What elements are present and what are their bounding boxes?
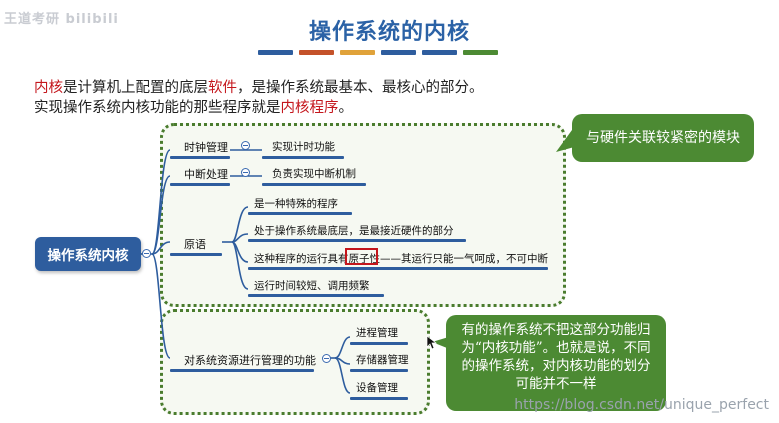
title-bar-2 [299,50,334,55]
title-color-bars [258,50,498,55]
callout-resource-text: 有的操作系统不把这部分功能归为“内核功能”。也就是说，不同的操作系统，对内核功能… [461,322,651,392]
node-primitive-c4-underline [248,294,384,297]
node-primitive-c4[interactable]: 运行时间较短、调用频繁 [254,280,370,292]
node-primitive-c1-underline [248,212,352,215]
node-primitive-c3-atomicity: 原子性 [348,253,381,265]
atomicity-highlight-box [345,248,378,265]
collapse-clock-icon[interactable] [241,141,250,150]
node-primitive[interactable]: 原语 [184,238,206,251]
callout-resource: 有的操作系统不把这部分功能归为“内核功能”。也就是说，不同的操作系统，对内核功能… [446,315,666,411]
node-clock-underline [170,156,230,159]
slide-title: 操作系统的内核 [308,20,470,45]
root-node-kernel[interactable]: 操作系统内核 [35,237,141,271]
node-clock[interactable]: 时钟管理 [184,141,228,154]
csdn-watermark: https://blog.csdn.net/unique_perfect [514,397,769,413]
node-interrupt[interactable]: 中断处理 [184,168,228,181]
node-interrupt-underline [170,183,230,186]
node-primitive-c2[interactable]: 处于操作系统最底层，是最接近硬件的部分 [254,225,454,237]
intro-text: ，是操作系统最基本、最核心的部分。 [237,80,484,96]
intro-text: 是计算机上配置的底层 [63,80,208,96]
title-bar-3 [340,50,375,55]
node-res-memory-underline [350,369,408,372]
node-res-device-underline [350,397,408,400]
term-kernel-program: 内核程序 [280,100,339,116]
collapse-root-icon[interactable] [142,249,151,258]
node-interrupt-child[interactable]: 负责实现中断机制 [272,168,356,180]
node-primitive-c3-part-a: 这种程序的运行具有 [254,253,349,265]
node-primitive-c3[interactable]: 这种程序的运行具有原子性——其运行只能一气呵成，不可中断 [254,251,548,266]
node-interrupt-child-underline [262,183,366,186]
title-bar-4 [381,50,416,55]
node-res-device[interactable]: 设备管理 [356,382,398,394]
title-bar-5 [422,50,457,55]
node-primitive-c2-underline [248,239,466,242]
node-resource[interactable]: 对系统资源进行管理的功能 [184,354,316,367]
node-primitive-c1[interactable]: 是一种特殊的程序 [254,198,338,210]
node-primitive-c3-part-c: ——其运行只能一气呵成，不可中断 [380,253,548,265]
node-primitive-underline [170,253,222,256]
intro-text: 实现操作系统内核功能的那些程序就是 [34,100,281,116]
logo-watermark: 王道考研 bilibili [4,12,119,27]
intro-line-1: 内核是计算机上配置的底层软件，是操作系统最基本、最核心的部分。 [34,76,484,97]
node-resource-underline [170,369,314,372]
term-kernel: 内核 [34,80,63,96]
term-software: 软件 [208,80,237,96]
node-clock-child[interactable]: 实现计时功能 [272,141,335,153]
node-clock-child-underline [262,156,344,159]
collapse-resource-icon[interactable] [322,354,331,363]
callout-hardware: 与硬件关联较紧密的模块 [572,114,754,162]
root-node-label: 操作系统内核 [47,248,129,264]
node-res-process-underline [350,342,408,345]
hardware-panel [160,123,566,307]
node-res-process[interactable]: 进程管理 [356,327,398,339]
node-res-memory[interactable]: 存储器管理 [356,354,409,366]
title-bar-6 [463,50,498,55]
callout-hardware-text: 与硬件关联较紧密的模块 [586,130,740,146]
intro-line-2: 实现操作系统内核功能的那些程序就是内核程序。 [34,96,353,117]
node-primitive-c3-underline [248,267,548,270]
intro-text: 。 [338,100,354,116]
title-bar-1 [258,50,293,55]
collapse-interrupt-icon[interactable] [241,168,250,177]
